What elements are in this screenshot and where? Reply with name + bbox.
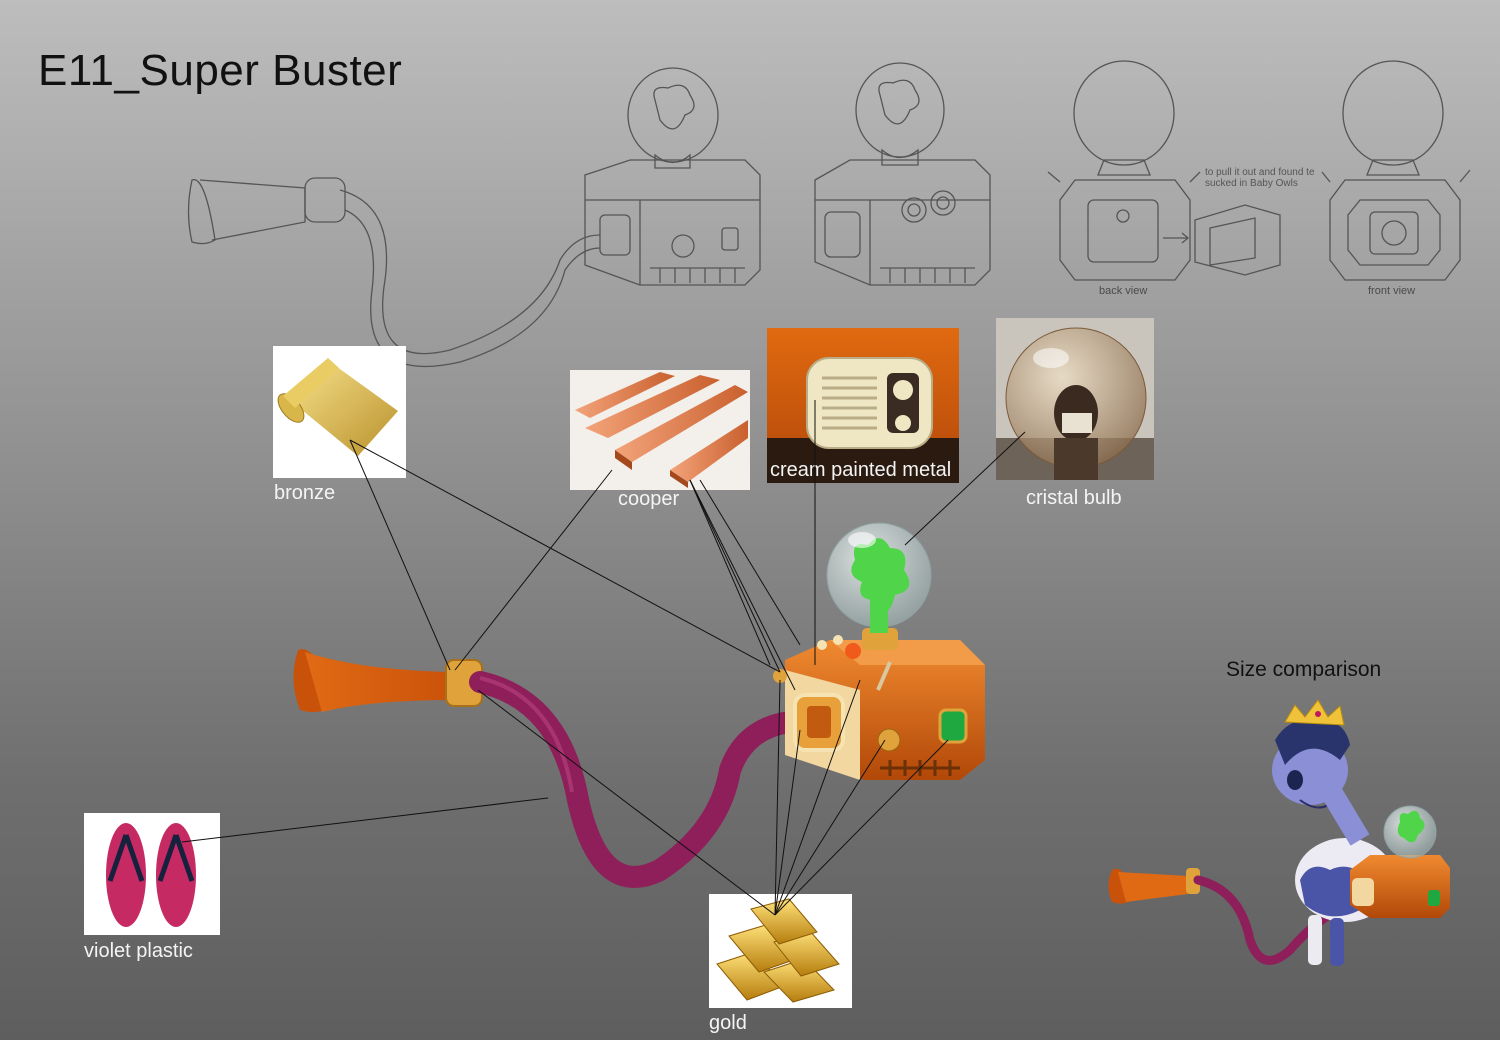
- violet-hose: [469, 671, 801, 888]
- gold-bars-icon: [716, 898, 840, 1003]
- size-comparison-label: Size comparison: [1226, 658, 1382, 681]
- gold-label: gold: [709, 1012, 747, 1034]
- cream-painted-metal-label: cream painted metal: [770, 459, 952, 481]
- back-view-label: back view: [1099, 285, 1148, 297]
- violet-plastic-swatch: [84, 813, 220, 935]
- size-comparison-figure: [1108, 699, 1450, 966]
- sketch-note-line2: sucked in Baby Owls: [1205, 178, 1298, 189]
- front-view-label: front view: [1368, 285, 1416, 297]
- sketch-note-line1: to pull it out and found te: [1205, 167, 1315, 178]
- horn-nozzle: [293, 649, 483, 713]
- bronze-roll-icon: [277, 358, 398, 456]
- cooper-swatch: [570, 370, 750, 490]
- sheet-title: E11_Super Buster: [38, 46, 403, 95]
- cream-painted-metal-swatch: [767, 328, 959, 483]
- gold-swatch: [709, 894, 852, 1008]
- cristal-bulb-label: cristal bulb: [1026, 487, 1122, 509]
- bronze-label: bronze: [274, 482, 336, 504]
- flip-flops-icon: [106, 823, 196, 927]
- glass-bulb: [826, 522, 932, 650]
- copper-bars-icon: [575, 372, 748, 488]
- bronze-swatch: [273, 346, 406, 478]
- three-quarter-sketch: [814, 62, 991, 286]
- violet-plastic-label: violet plastic: [84, 940, 193, 962]
- cooper-label: cooper: [618, 488, 680, 510]
- cristal-bulb-swatch: [996, 318, 1154, 480]
- side-sketch: [187, 67, 761, 368]
- front-view-sketch: [1321, 60, 1471, 281]
- crystal-bulb-icon: [996, 327, 1154, 480]
- machine-body: [773, 635, 985, 780]
